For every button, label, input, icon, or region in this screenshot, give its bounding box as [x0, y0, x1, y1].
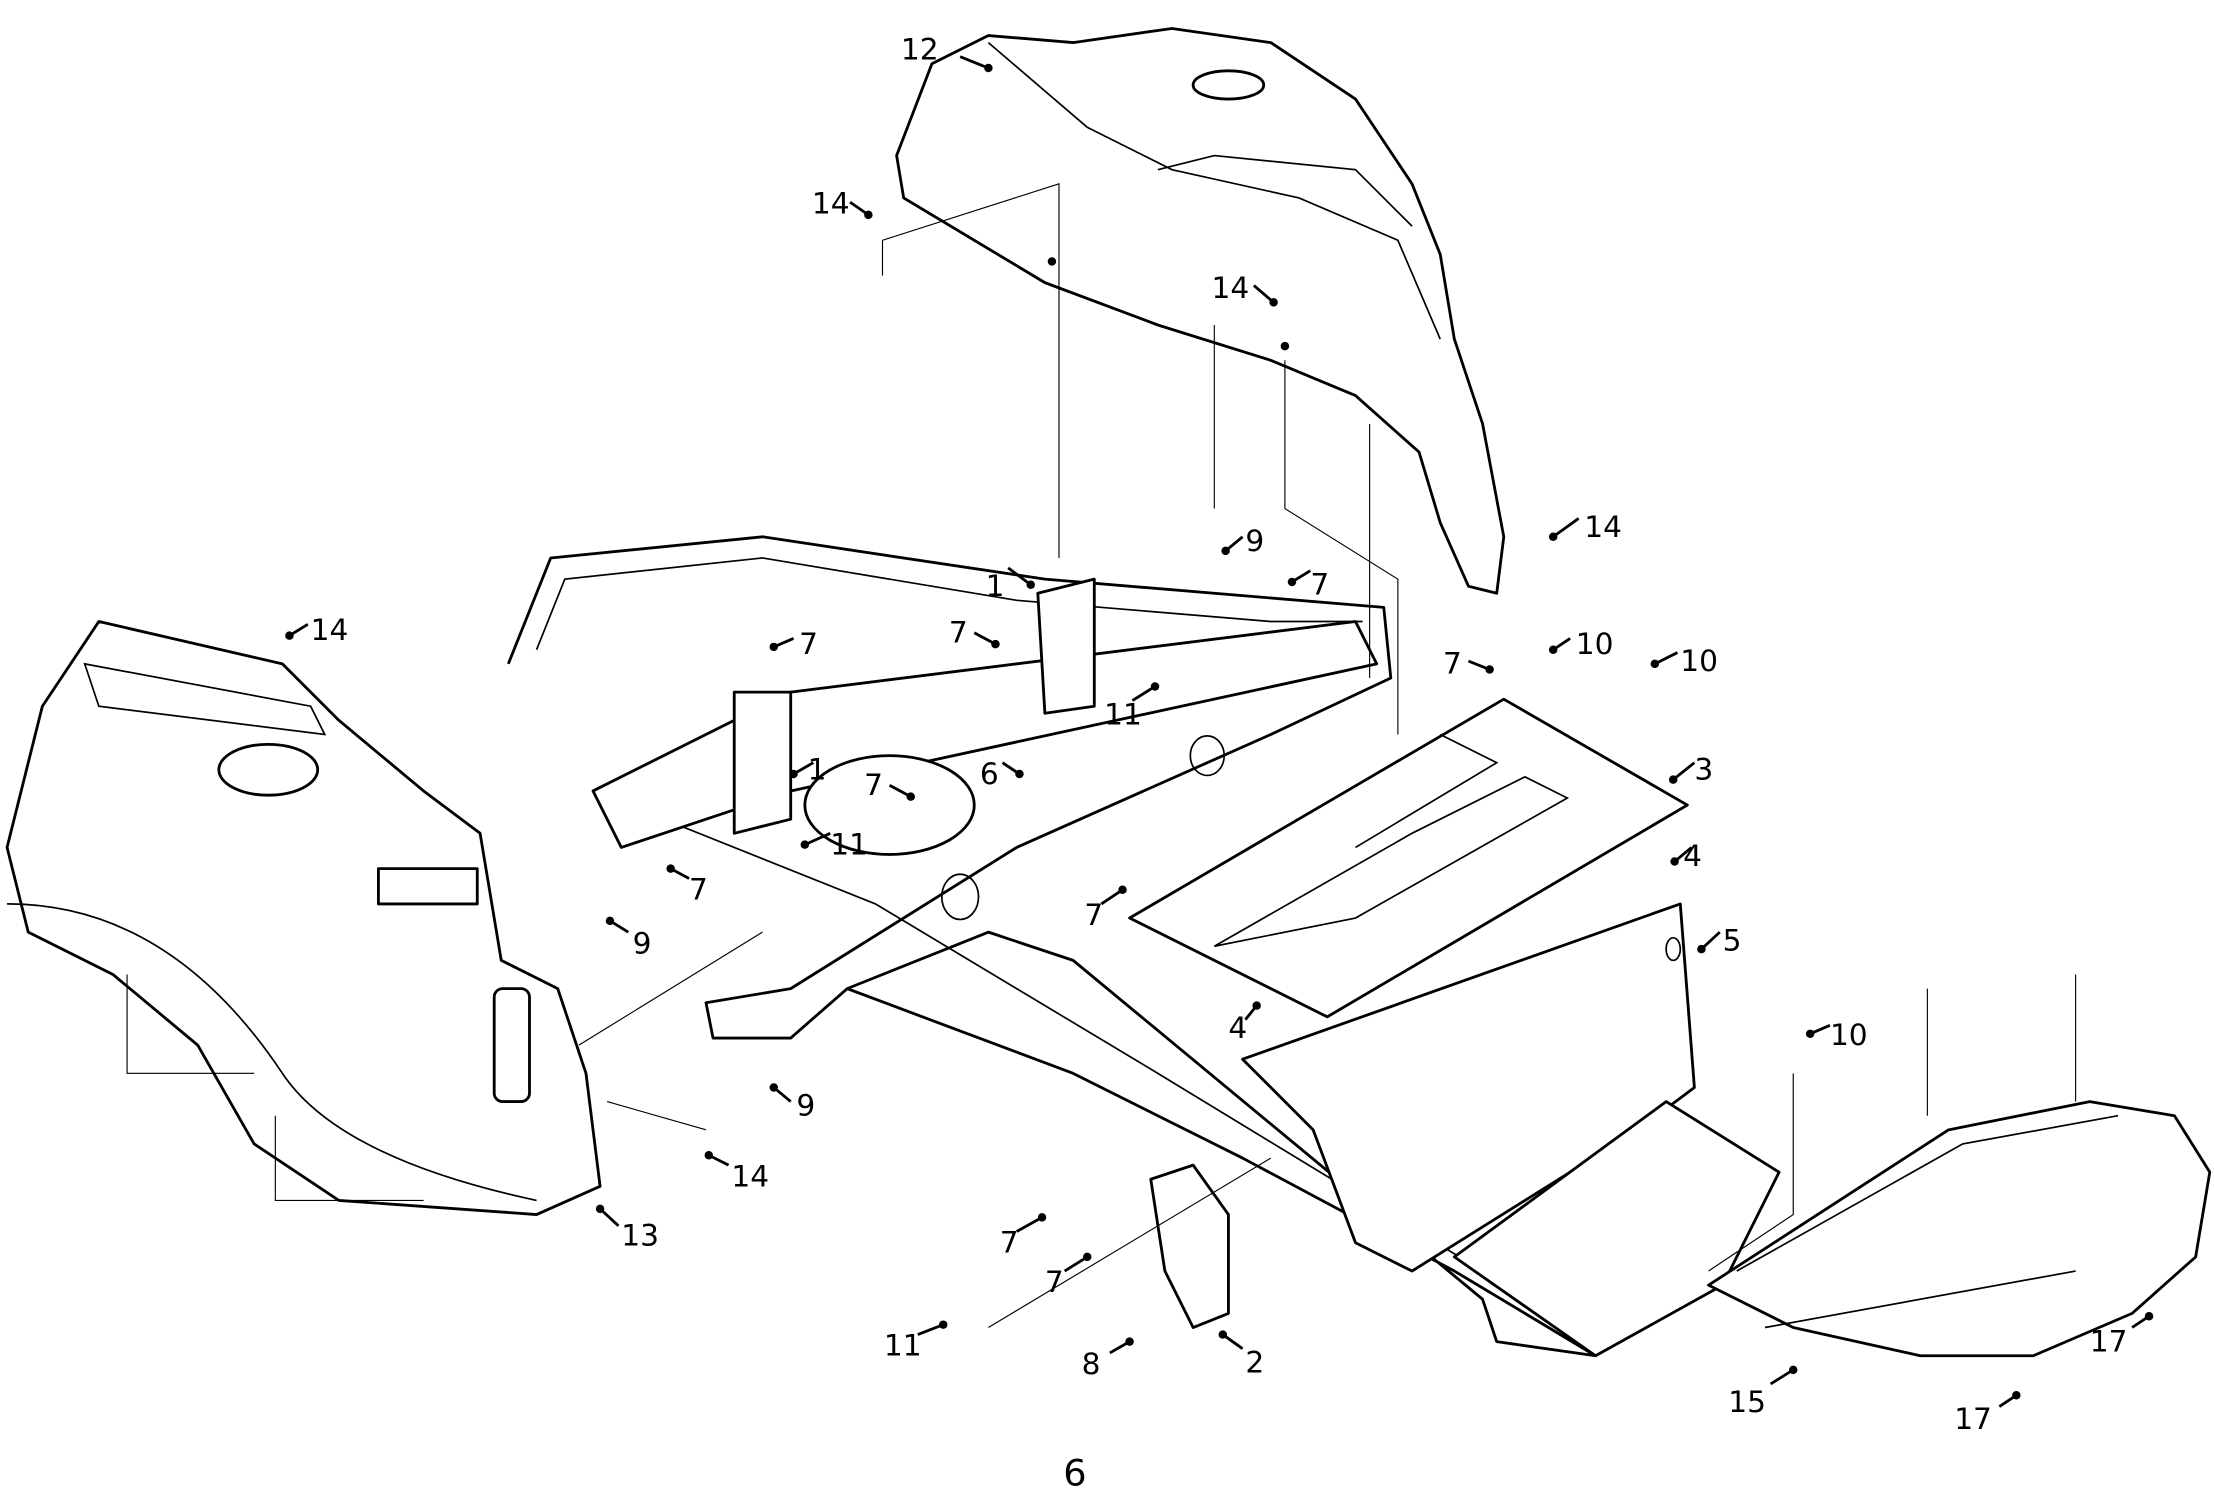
side-panel: [1241, 902, 1696, 1273]
callout-14: 14: [1211, 270, 1249, 305]
callout-9: 9: [796, 1088, 815, 1123]
callout-2: 2: [1245, 1345, 1264, 1380]
callout-10: 10: [1680, 643, 1718, 678]
leader-lines: [126, 183, 2077, 1328]
callout-5: 5: [1723, 923, 1742, 958]
hood: [5, 620, 602, 1216]
fastener-icon: [1082, 1252, 1092, 1262]
callout-11: 11: [1104, 697, 1142, 732]
callout-11: 11: [884, 1328, 922, 1363]
callout-9: 9: [633, 925, 652, 960]
callout-7: 7: [799, 626, 818, 661]
callout-8: 8: [1082, 1346, 1101, 1381]
callout-leader: [1063, 1255, 1088, 1273]
fastener-icon: [1037, 1213, 1047, 1222]
seat-plate: [1128, 697, 1689, 1019]
callout-leader: [1015, 1216, 1043, 1233]
chassis-frame: [507, 535, 1597, 1358]
fastener-icon: [1026, 580, 1035, 590]
callout-leader: [917, 1323, 944, 1336]
callout-17: 17: [2090, 1324, 2128, 1359]
callout-leader: [1552, 517, 1580, 538]
fastener-icon: [1650, 659, 1660, 669]
pedal: [1149, 1163, 1230, 1329]
fastener-icon: [984, 63, 993, 73]
fastener-icon: [1548, 645, 1558, 654]
fastener-icon: [1805, 1029, 1815, 1039]
fastener-icon: [1548, 532, 1558, 542]
fastener-icon: [1668, 775, 1678, 784]
callout-1: 1: [808, 752, 827, 787]
fastener-icon: [1697, 944, 1706, 954]
fastener-icon: [864, 210, 873, 220]
callout-leader: [1007, 566, 1032, 586]
fastener-icon: [1287, 577, 1297, 587]
callout-7: 7: [949, 615, 968, 650]
callout-11: 11: [830, 826, 868, 861]
callout-14: 14: [812, 185, 850, 220]
callout-leader: [1131, 685, 1156, 702]
fastener-icon: [769, 642, 779, 652]
rear-fender: [895, 27, 1506, 595]
callout-7: 7: [864, 767, 883, 802]
page-number: 6: [1063, 1452, 1086, 1495]
fastener-icon: [1269, 298, 1278, 307]
fastener-icon: [1125, 1337, 1134, 1346]
fastener-icon: [1670, 857, 1679, 866]
fastener-icon: [2012, 1391, 2021, 1400]
fastener-icon: [769, 1083, 779, 1092]
fastener-icon: [704, 1151, 714, 1160]
callout-14: 14: [311, 612, 349, 647]
callout-7: 7: [689, 872, 708, 907]
callout-leader: [804, 832, 831, 846]
fastener-icon: [906, 792, 915, 801]
callout-leader: [1100, 888, 1124, 906]
callout-3: 3: [1694, 752, 1713, 787]
callout-7: 7: [1443, 646, 1462, 681]
fastener-icon: [938, 1320, 948, 1329]
fastener-icon: [1015, 769, 1024, 779]
callout-7: 7: [1000, 1225, 1019, 1260]
fastener-icon: [2144, 1311, 2154, 1321]
callout-leader: [1252, 284, 1275, 304]
fastener-icon: [1218, 1330, 1228, 1339]
fastener-icon: [1252, 1001, 1261, 1010]
fastener-icon: [666, 864, 675, 873]
callout-17: 17: [1954, 1401, 1992, 1436]
callout-4: 4: [1683, 838, 1702, 873]
callout-1: 1: [986, 568, 1005, 603]
callout-7: 7: [1045, 1264, 1064, 1299]
callout-4: 4: [1228, 1010, 1247, 1045]
callout-6: 6: [980, 756, 999, 791]
fastener-icon: [1150, 682, 1160, 691]
callout-13: 13: [621, 1218, 659, 1253]
callout-14: 14: [731, 1158, 769, 1193]
fastener-icon: [1221, 546, 1230, 556]
callout-12: 12: [901, 32, 939, 67]
callout-14: 14: [1584, 509, 1622, 544]
callout-10: 10: [1576, 626, 1614, 661]
fastener-icon: [605, 916, 615, 926]
fastener-icon: [789, 769, 798, 779]
fastener-icon: [800, 840, 810, 849]
callout-7: 7: [1084, 897, 1103, 932]
callout-leader: [959, 55, 989, 70]
floor-pan: [1452, 1100, 1781, 1358]
callout-15: 15: [1728, 1384, 1766, 1419]
fastener-icon: [1788, 1365, 1798, 1375]
fastener-icon: [991, 639, 1000, 649]
callout-leader: [1672, 761, 1696, 781]
fastener-icon: [1118, 885, 1127, 895]
fastener-icon: [285, 631, 294, 640]
callout-leader: [1769, 1368, 1794, 1386]
fastener-icon: [595, 1204, 605, 1214]
callout-10: 10: [1830, 1017, 1868, 1052]
callout-9: 9: [1245, 523, 1264, 558]
fastener-icon: [1485, 665, 1494, 674]
callout-7: 7: [1310, 567, 1329, 602]
foot-plate: [1707, 1100, 2212, 1358]
